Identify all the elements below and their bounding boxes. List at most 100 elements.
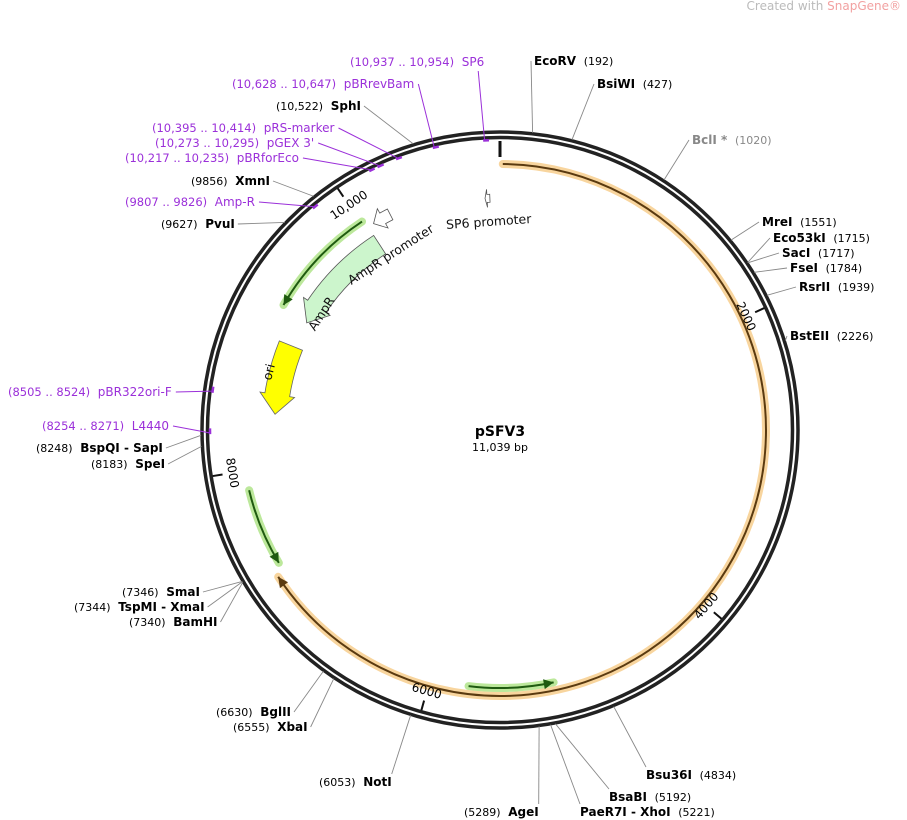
primer-amp-r[interactable]: (9807 .. 9826) Amp-R <box>125 195 255 209</box>
leader-line <box>293 670 324 713</box>
enzyme-position: (6630) <box>216 706 253 719</box>
enzyme-site-ecorv[interactable]: EcoRV (192) <box>534 54 613 68</box>
primer-name: pBRrevBam <box>344 77 415 91</box>
enzyme-site-bcli-[interactable]: BclI * (1020) <box>692 133 772 147</box>
leader-line <box>272 180 314 197</box>
label-leader-lines <box>165 60 797 805</box>
ampr-promoter-feature <box>373 207 394 229</box>
enzyme-name: Bsu36I <box>646 768 692 782</box>
enzyme-name: MreI <box>762 215 792 229</box>
primer-leader-line <box>477 70 486 140</box>
primer-prs-marker[interactable]: (10,395 .. 10,414) pRS-marker <box>152 121 335 135</box>
enzyme-site-bsteii[interactable]: BstEII (2226) <box>790 329 873 343</box>
plasmid-name: pSFV3 <box>475 424 525 440</box>
enzyme-position: (9627) <box>161 218 198 231</box>
enzyme-site-agei[interactable]: (5289) AgeI <box>464 805 539 819</box>
leader-line <box>363 105 414 145</box>
enzyme-position: (10,522) <box>276 100 323 113</box>
primer-range: (10,395 .. 10,414) <box>152 121 256 135</box>
enzyme-name: BspQI - SapI <box>80 441 163 455</box>
primer-leader-line <box>318 142 379 166</box>
primer-pgex-3-[interactable]: (10,273 .. 10,295) pGEX 3' <box>155 136 314 150</box>
primer-name: pGEX 3' <box>267 136 314 150</box>
primer-binding-mark-icon <box>377 163 385 169</box>
enzyme-site-sphi[interactable]: (10,522) SphI <box>276 99 361 113</box>
primer-binding-mark-icon <box>368 167 376 173</box>
primer-range: (9807 .. 9826) <box>125 195 207 209</box>
plasmid-length: 11,039 bp <box>472 441 528 454</box>
leader-line <box>220 582 244 623</box>
enzyme-site-tspmi-xmai[interactable]: (7344) TspMI - XmaI <box>74 600 205 614</box>
enzyme-site-bglii[interactable]: (6630) BglII <box>216 705 291 719</box>
enzyme-position: (1939) <box>838 281 875 294</box>
tick-mark <box>336 187 345 198</box>
enzyme-position: (1020) <box>735 134 772 147</box>
enzyme-site-eco53ki[interactable]: Eco53kI (1715) <box>773 231 870 245</box>
primer-range: (10,217 .. 10,235) <box>125 151 229 165</box>
enzyme-site-xbai[interactable]: (6555) XbaI <box>233 720 308 734</box>
enzyme-name: XbaI <box>277 720 307 734</box>
primer-pbr322ori-f[interactable]: (8505 .. 8524) pBR322ori-F <box>8 385 172 399</box>
primer-sp6[interactable]: (10,937 .. 10,954) SP6 <box>350 55 484 69</box>
enzyme-name: PaeR7I - XhoI <box>580 805 671 819</box>
credit-brand: SnapGene® <box>827 0 901 13</box>
orf-arc-bottom-arrow-icon <box>543 679 554 690</box>
leader-line <box>663 139 690 181</box>
tick-mark <box>754 307 765 314</box>
enzyme-site-bsiwi[interactable]: BsiWI (427) <box>597 77 672 91</box>
leader-line <box>310 678 335 728</box>
enzyme-position: (8248) <box>36 442 73 455</box>
enzyme-name: BsiWI <box>597 77 635 91</box>
enzyme-site-xmni[interactable]: (9856) XmnI <box>191 174 270 188</box>
primer-pbrforeco[interactable]: (10,217 .. 10,235) pBRforEco <box>125 151 299 165</box>
primer-binding-mark-icon <box>211 386 215 394</box>
primer-range: (10,628 .. 10,647) <box>232 77 336 91</box>
primer-name: Amp-R <box>215 195 255 209</box>
leader-line <box>571 83 595 140</box>
primer-name: SP6 <box>462 55 485 69</box>
enzyme-site-bspqi-sapi[interactable]: (8248) BspQI - SapI <box>36 441 163 455</box>
primer-range: (10,273 .. 10,295) <box>155 136 259 150</box>
enzyme-name: SphI <box>331 99 361 113</box>
enzyme-site-mrei[interactable]: MreI (1551) <box>762 215 837 229</box>
tick-label: 8000 <box>223 457 242 489</box>
enzyme-site-bsu36i[interactable]: Bsu36I (4834) <box>646 768 736 782</box>
ori-label: ori <box>259 362 277 381</box>
snapgene-credit: Created with SnapGene® <box>747 0 901 13</box>
primer-binding-mark-icon <box>432 145 440 150</box>
primer-binding-mark-icon <box>312 203 319 210</box>
enzyme-site-fsei[interactable]: FseI (1784) <box>790 261 862 275</box>
enzyme-site-noti[interactable]: (6053) NotI <box>319 775 392 789</box>
primer-l4440[interactable]: (8254 .. 8271) L4440 <box>42 419 169 433</box>
enzyme-site-bamhi[interactable]: (7340) BamHI <box>129 615 217 629</box>
enzyme-position: (7344) <box>74 601 111 614</box>
enzyme-site-rsrii[interactable]: RsrII (1939) <box>799 280 874 294</box>
primer-range: (8505 .. 8524) <box>8 385 90 399</box>
enzyme-site-smai[interactable]: (7346) SmaI <box>122 585 200 599</box>
backbone-inner-strand <box>205 135 795 725</box>
leader-line <box>784 335 788 341</box>
enzyme-name: NotI <box>363 775 392 789</box>
primer-pbrrevbam[interactable]: (10,628 .. 10,647) pBRrevBam <box>232 77 414 91</box>
backbone <box>200 130 800 730</box>
primer-name: pBRforEco <box>237 151 299 165</box>
primer-name: L4440 <box>132 419 169 433</box>
primer-range: (8254 .. 8271) <box>42 419 124 433</box>
enzyme-site-spei[interactable]: (8183) SpeI <box>91 457 165 471</box>
orf-arc-left-halo <box>245 486 283 567</box>
enzyme-site-bsabi[interactable]: BsaBI (5192) <box>609 790 691 804</box>
enzyme-site-paer7i-xhoi[interactable]: PaeR7I - XhoI (5221) <box>580 805 715 819</box>
orf-arc-main <box>277 163 767 697</box>
enzyme-name: BclI * <box>692 133 728 147</box>
enzyme-position: (1551) <box>800 216 837 229</box>
leader-line <box>766 286 797 296</box>
enzyme-site-saci[interactable]: SacI (1717) <box>782 246 855 260</box>
enzyme-site-pvui[interactable]: (9627) PvuI <box>161 217 235 231</box>
enzyme-position: (2226) <box>837 330 874 343</box>
orf-arc-upper-left-arrow-icon <box>283 294 293 305</box>
tick-mark <box>713 611 723 620</box>
ori-feature <box>259 340 304 415</box>
enzyme-name: SmaI <box>166 585 200 599</box>
enzyme-position: (1715) <box>833 232 870 245</box>
